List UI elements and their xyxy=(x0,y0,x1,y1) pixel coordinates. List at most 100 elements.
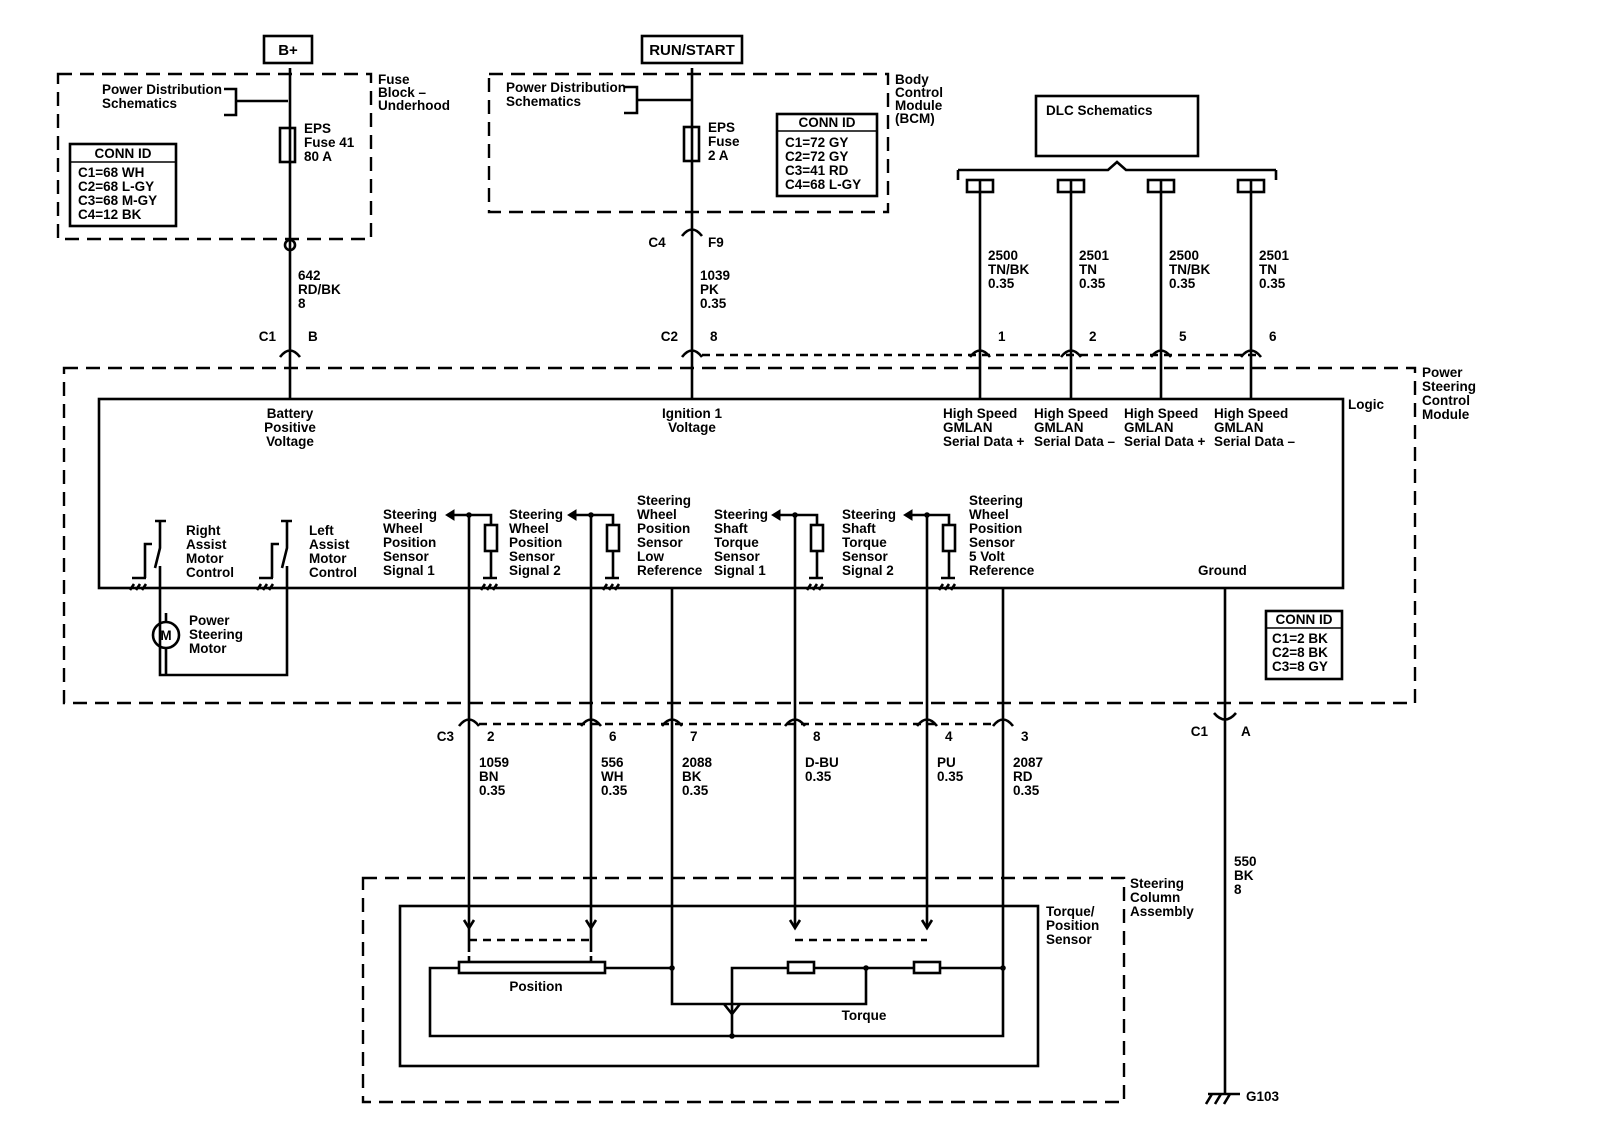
signal-resistor-5 xyxy=(903,509,957,591)
ground-connector-pin: A xyxy=(1241,724,1251,739)
steering-column-assembly: Steering Column Assembly Torque/ Positio… xyxy=(361,876,1194,1104)
signal-label: GMLAN xyxy=(943,420,993,435)
signal-line: Signal 1 xyxy=(714,563,766,578)
signal-label: GMLAN xyxy=(1034,420,1084,435)
signal-line: Shaft xyxy=(714,521,748,536)
signal-label: Positive xyxy=(264,420,316,435)
svg-text:EPS: EPS xyxy=(304,121,331,136)
bcm-connector-pin: F9 xyxy=(708,235,724,250)
svg-text:C3=68 M-GY: C3=68 M-GY xyxy=(78,193,157,208)
bplus-source: B+ xyxy=(262,34,314,65)
run-start-box xyxy=(640,34,744,65)
dlc-terminal xyxy=(1146,178,1176,194)
pscm-top-connector xyxy=(278,349,302,358)
torque-label: Torque xyxy=(842,1008,887,1023)
circuit-label: 2500 xyxy=(1169,248,1199,263)
svg-text:C3=41 RD: C3=41 RD xyxy=(785,163,849,178)
svg-text:Torque/: Torque/ xyxy=(1046,904,1095,919)
svg-text:2 A: 2 A xyxy=(708,148,729,163)
circuit-label: 0.35 xyxy=(479,783,506,798)
body-control-module: Body Control Module (BCM) Power Distribu… xyxy=(487,72,943,250)
svg-text:C3=8 GY: C3=8 GY xyxy=(1272,659,1328,674)
pscm-title: Power Steering Control Module xyxy=(1422,365,1476,422)
right-assist-motor-control-label: Right Assist Motor Control xyxy=(186,523,234,580)
signal-label: High Speed xyxy=(1034,406,1108,421)
dlc-terminal xyxy=(1236,178,1266,194)
fuse-block-conn-id: CONN ID C1=68 WH C2=68 L-GY C3=68 M-GY C… xyxy=(68,142,178,228)
circuit-label: 0.35 xyxy=(1079,276,1106,291)
signal-line: Wheel xyxy=(969,507,1009,522)
svg-text:Motor: Motor xyxy=(309,551,347,566)
bplus-box xyxy=(262,34,314,65)
circuit-label: 0.35 xyxy=(1013,783,1040,798)
svg-text:Right: Right xyxy=(186,523,221,538)
svg-text:Column: Column xyxy=(1130,890,1180,905)
signal-label: GMLAN xyxy=(1214,420,1264,435)
circuit-label: 0.35 xyxy=(988,276,1015,291)
svg-text:Sensor: Sensor xyxy=(1046,932,1093,947)
signal-line: Signal 2 xyxy=(842,563,894,578)
signal-line: Steering xyxy=(714,507,768,522)
pin-label: 8 xyxy=(813,729,821,744)
svg-text:CONN ID: CONN ID xyxy=(95,146,152,161)
signal-line: Sensor xyxy=(509,549,556,564)
signal-line: Low xyxy=(637,549,664,564)
svg-text:C2=8 BK: C2=8 BK xyxy=(1272,645,1328,660)
signal-label: Serial Data – xyxy=(1214,434,1296,449)
signal-line: Steering xyxy=(509,507,563,522)
fuse-block-underhood: Fuse Block – Underhood Power Distributio… xyxy=(56,72,450,241)
circuit-label: PK xyxy=(700,282,719,297)
svg-text:Schematics: Schematics xyxy=(506,94,581,109)
signal-line: Sensor xyxy=(383,549,430,564)
ground-label: Ground xyxy=(1198,563,1247,578)
signal-line: Sensor xyxy=(969,535,1016,550)
pin-label: 6 xyxy=(609,729,617,744)
pscm-top-connector xyxy=(680,349,704,358)
svg-text:Assembly: Assembly xyxy=(1130,904,1194,919)
g103-ground-symbol xyxy=(1204,1092,1240,1105)
signal-label: Voltage xyxy=(266,434,314,449)
signal-label: GMLAN xyxy=(1124,420,1174,435)
signal-label: Serial Data + xyxy=(1124,434,1206,449)
circuit-label: RD xyxy=(1013,769,1033,784)
position-label: Position xyxy=(509,979,562,994)
dlc-brace xyxy=(958,160,1276,172)
svg-text:Position: Position xyxy=(1046,918,1099,933)
bottom-wire-4: 8D-BU0.35 xyxy=(783,515,839,931)
dlc-label: DLC Schematics xyxy=(1046,103,1153,118)
circuit-label: BN xyxy=(479,769,499,784)
svg-text:Steering: Steering xyxy=(1130,876,1184,891)
signal-label: Ignition 1 xyxy=(662,406,722,421)
pin-label: 4 xyxy=(945,729,953,744)
circuit-label: D-BU xyxy=(805,755,839,770)
signal-line: Torque xyxy=(714,535,759,550)
bcm-outline xyxy=(487,72,890,214)
pin-label: 3 xyxy=(1021,729,1029,744)
svg-text:Fuse: Fuse xyxy=(378,72,410,87)
motor-letter: M xyxy=(160,628,171,643)
signal-line: Sensor xyxy=(637,535,684,550)
circuit-label: 2501 xyxy=(1079,248,1110,263)
svg-text:C1=72 GY: C1=72 GY xyxy=(785,135,848,150)
circuit-label: RD/BK xyxy=(298,282,341,297)
pin-label: 1 xyxy=(998,329,1006,344)
circuit-label: PU xyxy=(937,755,956,770)
signal-label: High Speed xyxy=(943,406,1017,421)
dlc-schematics: DLC Schematics xyxy=(956,94,1278,180)
svg-text:BK: BK xyxy=(1234,868,1254,883)
svg-text:Power: Power xyxy=(1422,365,1463,380)
signal-line: Torque xyxy=(842,535,887,550)
svg-text:C1=68 WH: C1=68 WH xyxy=(78,165,144,180)
